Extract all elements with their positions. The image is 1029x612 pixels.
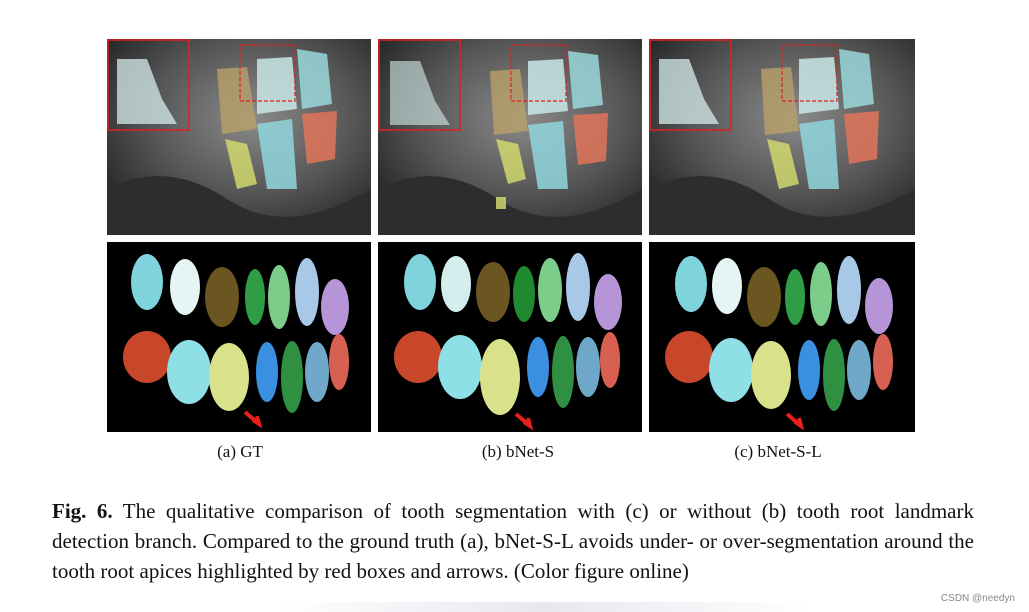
ct-slice-image xyxy=(649,39,915,235)
tooth-render-image xyxy=(665,256,893,431)
render-panel-bnet-s-l xyxy=(649,242,915,432)
figure-caption: Fig. 6. The qualitative comparison of to… xyxy=(52,496,974,586)
tooth-render-image xyxy=(123,254,349,429)
highlight-box xyxy=(510,44,567,102)
ct-panel-bnet-s-l xyxy=(649,39,915,235)
tooth-render-image xyxy=(394,253,622,431)
subcaption-c: (c) bNet-S-L xyxy=(734,442,822,461)
ct-panel-gt xyxy=(107,39,371,235)
ct-panel-bnet-s xyxy=(378,39,642,235)
ct-slice-image xyxy=(378,39,642,235)
arrow-icon xyxy=(243,410,263,429)
figure-caption-text: The qualitative comparison of tooth segm… xyxy=(52,499,974,583)
figure-label: Fig. 6. xyxy=(52,499,113,523)
ct-slice-image xyxy=(107,39,371,235)
highlight-box xyxy=(781,44,838,102)
render-panel-bnet-s xyxy=(378,242,642,432)
subcaption-b: (b) bNet-S xyxy=(481,442,555,461)
highlight-box xyxy=(239,44,296,102)
arrow-icon xyxy=(514,412,534,431)
watermark: CSDN @needyn xyxy=(940,593,1015,604)
zoom-box xyxy=(649,39,732,131)
render-panel-gt xyxy=(107,242,371,432)
arrow-icon xyxy=(785,412,805,431)
subcaption-a: (a) GT xyxy=(217,442,263,461)
zoom-box xyxy=(107,39,190,131)
bottom-fade xyxy=(280,602,810,612)
zoom-box xyxy=(378,39,461,131)
